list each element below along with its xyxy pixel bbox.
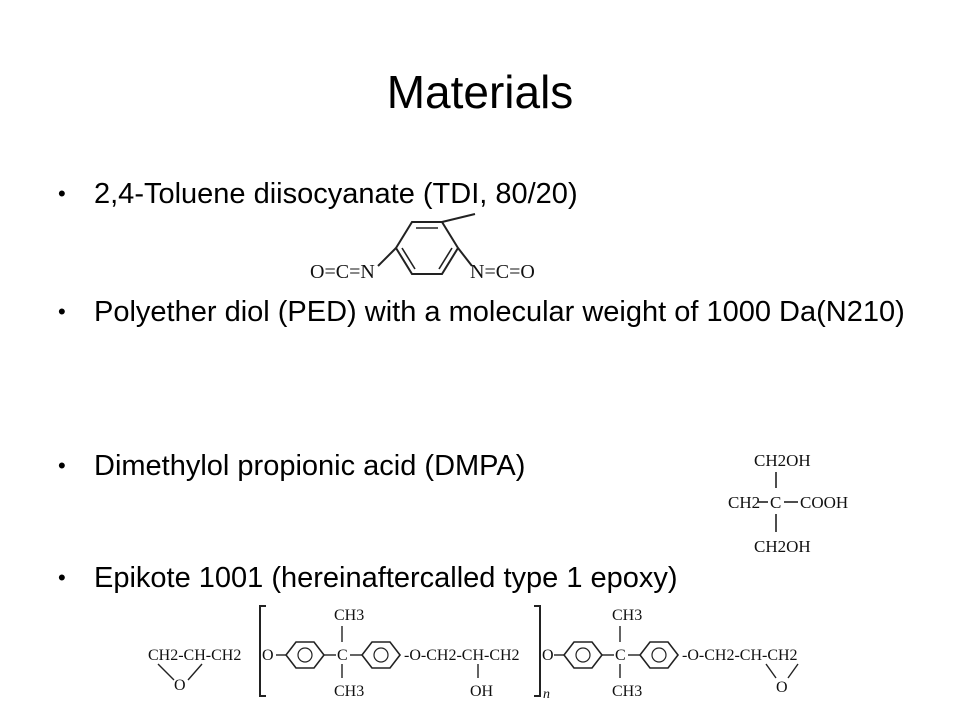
epoxy-methyl-top-2: CH3 (612, 607, 642, 624)
bullet-dot: • (58, 181, 66, 206)
epoxy-ring-o-left: O (174, 677, 186, 694)
bullet-dot: • (58, 453, 66, 478)
bullet-text: 2,4-Toluene diisocyanate (TDI, 80/20) (94, 178, 578, 210)
epoxy-methyl-bottom-2: CH3 (612, 683, 642, 700)
slide-title: Materials (386, 66, 574, 118)
bullet-item-dmpa: • Dimethylol propionic acid (DMPA) (58, 448, 916, 484)
bullet-dot: • (58, 565, 66, 590)
epoxy-structure: CH2-CH-CH2 O O CH3 C CH3 -O-CH2-CH-CH2 (140, 600, 820, 705)
epoxy-hydroxyl: OH (470, 683, 494, 700)
bullet-item-tdi: • 2,4-Toluene diisocyanate (TDI, 80/20) (58, 176, 916, 212)
tdi-right-nco: N=C=O (470, 261, 535, 283)
bullet-text: Polyether diol (PED) with a molecular we… (94, 296, 905, 328)
dmpa-center: C (770, 493, 781, 512)
tdi-structure: O=C=N N=C=O (300, 212, 550, 292)
bullet-text: Dimethylol propionic acid (DMPA) (94, 450, 526, 482)
epoxy-quat-c: C (337, 647, 348, 664)
dmpa-right: COOH (800, 493, 848, 512)
bullet-item-ped: • Polyether diol (PED) with a molecular … (58, 294, 916, 330)
bullet-dot: • (58, 299, 66, 324)
epoxy-right-end: -O-CH2-CH-CH2 (682, 647, 798, 664)
epoxy-methyl-bottom: CH3 (334, 683, 364, 700)
dmpa-top: CH2OH (754, 451, 811, 470)
epoxy-ring-o-right: O (776, 679, 788, 696)
dmpa-left: CH2 (728, 493, 760, 512)
epoxy-quat-c-2: C (615, 647, 626, 664)
epoxy-repeat-n: n (543, 687, 550, 702)
epoxy-ether-o-2: O (542, 647, 554, 664)
epoxy-left-end: CH2-CH-CH2 (148, 647, 241, 664)
epoxy-ether-o: O (262, 647, 274, 664)
dmpa-bottom: CH2OH (754, 537, 811, 556)
dmpa-structure: CH2OH CH2 C COOH CH2OH (718, 448, 868, 558)
epoxy-linker: -O-CH2-CH-CH2 (404, 647, 520, 664)
epoxy-methyl-top: CH3 (334, 607, 364, 624)
bullet-text: Epikote 1001 (hereinaftercalled type 1 e… (94, 562, 678, 594)
bullet-item-epoxy: • Epikote 1001 (hereinaftercalled type 1… (58, 560, 916, 596)
tdi-left-nco: O=C=N (310, 261, 375, 283)
